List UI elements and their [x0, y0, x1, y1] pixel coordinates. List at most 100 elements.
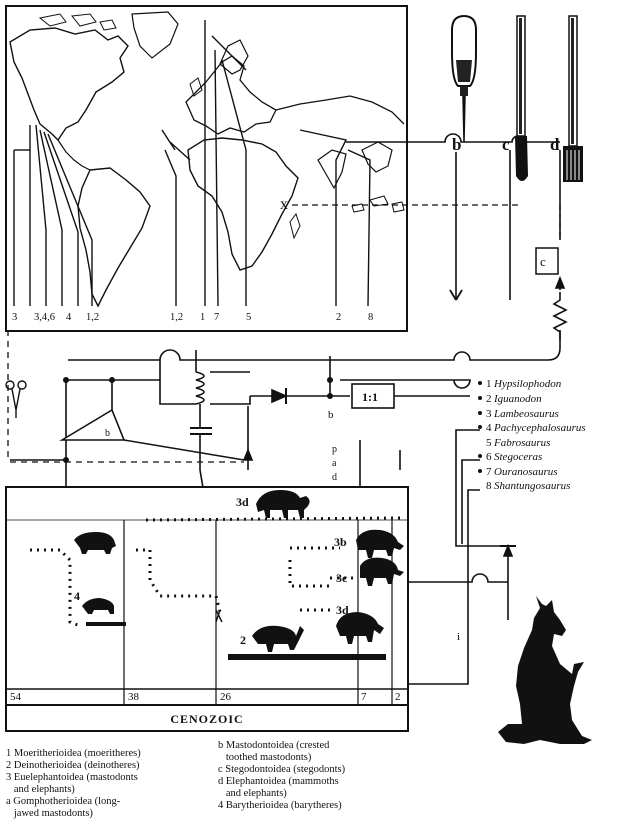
map-col-label: 3,4,6 — [34, 312, 55, 323]
tick-label: 7 — [361, 691, 367, 703]
lineage-dotted-lines — [30, 516, 401, 628]
capacitor-box — [535, 247, 559, 275]
map-col-label: 5 — [246, 312, 251, 323]
awl-tool — [451, 14, 477, 143]
tool-label-b: b — [452, 135, 461, 154]
africa-outline — [187, 137, 299, 271]
map-col-label: 2 — [336, 312, 341, 323]
extinct-mark — [215, 609, 223, 623]
svg-text:8: 8 — [486, 480, 492, 492]
tick-label: 26 — [220, 691, 232, 703]
europe-outline — [185, 55, 277, 135]
indonesia-islands — [351, 195, 405, 213]
animal-silhouettes — [74, 490, 404, 652]
legend-line: d Elephantoidea (mammoths — [218, 776, 339, 787]
svg-text:7: 7 — [486, 466, 492, 478]
map-col-label: 4 — [66, 312, 72, 323]
brush-tool — [515, 15, 528, 181]
dino-item: 8 Shantungosaurus — [486, 480, 570, 492]
dino-item: 2 Iguanodon — [478, 393, 542, 405]
svg-text:Ouranosaurus: Ouranosaurus — [494, 466, 558, 478]
triangle-label: b — [105, 428, 110, 439]
legend-left: 1 Moeritherioidea (moeritheres) 2 Deinot… — [6, 748, 141, 820]
timeline-panel: 54 38 26 7 2 CENOZOIC — [5, 486, 409, 732]
tick-label: 2 — [395, 691, 401, 703]
svg-text:Pachycephalosaurus: Pachycephalosaurus — [493, 422, 586, 434]
map-frame — [5, 5, 408, 332]
svg-text:Shantungosaurus: Shantungosaurus — [494, 480, 570, 492]
dinosaur-list: 1 Hypsilophodon 2 Iguanodon 3 Lambeosaur… — [478, 378, 586, 492]
marker-2: 2 — [240, 633, 246, 647]
north-america-outline — [9, 27, 129, 142]
marker-3b: 3b — [334, 535, 347, 549]
svg-text:6: 6 — [486, 451, 492, 463]
legend-line: and elephants) — [218, 788, 287, 799]
tick-label: 54 — [10, 691, 22, 703]
map-cross-mark: x — [280, 196, 288, 213]
british-isles — [189, 77, 203, 97]
stegodon-3c — [360, 557, 404, 586]
map-col-label: 1,2 — [86, 312, 99, 323]
south-america-outline — [77, 167, 151, 308]
svg-text:Iguanodon: Iguanodon — [493, 393, 542, 405]
arctic-islands — [38, 13, 117, 31]
junction-dots — [63, 377, 333, 463]
tool-label-c: c — [502, 135, 510, 154]
legend-line: 1 Moeritherioidea (moeritheres) — [6, 748, 141, 759]
svg-text:Fabrosaurus: Fabrosaurus — [493, 437, 550, 449]
map-col-label: 1 — [200, 312, 205, 323]
svg-text:1: 1 — [486, 378, 492, 390]
dino-item: 1 Hypsilophodon — [478, 378, 562, 390]
timeline-markers: 3d 3b 3c 3d 4 2 — [74, 495, 349, 647]
circuit-a-label: a — [332, 458, 337, 469]
legend-line: b Mastodontoidea (crested — [218, 740, 330, 751]
asia-outline — [275, 95, 405, 125]
era-label: CENOZOIC — [170, 712, 243, 726]
tools-group: b c d — [451, 14, 583, 182]
marker-3d-top: 3d — [236, 495, 249, 509]
circuit-b-label: b — [328, 409, 334, 421]
mastodon-3b — [356, 529, 404, 558]
svg-text:Hypsilophodon: Hypsilophodon — [493, 378, 562, 390]
capacitor-label: c — [540, 254, 546, 269]
barythere — [82, 598, 114, 614]
legend-line: and elephants) — [6, 784, 75, 795]
scandinavia-outline — [219, 39, 249, 75]
map-col-label: 1,2 — [170, 312, 183, 323]
clamp-symbol — [5, 380, 27, 418]
comb-brush-tool — [563, 15, 583, 182]
dino-item: 4 Pachycephalosaurus — [478, 422, 586, 434]
world-map-panel: x 3 3,4,6 4 1,2 1,2 1 7 5 2 8 — [5, 5, 520, 332]
madagascar — [289, 212, 301, 240]
tick-label: 38 — [128, 691, 140, 703]
marker-3d: 3d — [336, 603, 349, 617]
circuit-i-label: i — [457, 631, 460, 643]
dino-item: 5 Fabrosaurus — [486, 437, 550, 449]
svg-text:Stegoceras: Stegoceras — [494, 451, 542, 463]
dino-item: 7 Ouranosaurus — [478, 466, 558, 478]
svg-text:3: 3 — [486, 408, 492, 420]
circuit-d-label: d — [332, 472, 337, 483]
circuit-p-label: p — [332, 444, 337, 455]
legend-line: a Gomphotherioidea (long- — [6, 796, 121, 807]
indian-subcontinent — [317, 149, 347, 190]
legend-line: 3 Euelephantoidea (mastodonts — [6, 772, 138, 783]
lineage-bar — [86, 622, 126, 626]
svg-text:Lambeosaurus: Lambeosaurus — [493, 408, 559, 420]
map-range-lines — [13, 20, 371, 307]
legend-line: toothed mastodonts) — [218, 752, 312, 763]
map-col-label: 8 — [368, 312, 373, 323]
tool-label-d: d — [550, 135, 560, 154]
map-column-labels: 3 3,4,6 4 1,2 1,2 1 7 5 2 8 — [12, 312, 373, 323]
greenland-outline — [131, 11, 179, 59]
svg-text:5: 5 — [486, 437, 492, 449]
dino-item: 6 Stegoceras — [478, 451, 542, 463]
marker-4: 4 — [74, 589, 80, 603]
deinotherium — [252, 625, 304, 652]
map-col-label: 7 — [214, 312, 219, 323]
time-ticks: 54 38 26 7 2 — [10, 691, 401, 703]
timeline-frame — [5, 486, 409, 706]
legend-line: 2 Deinotherioidea (deinotheres) — [6, 760, 140, 771]
legend-line: 4 Barytherioidea (barytheres) — [218, 800, 342, 811]
